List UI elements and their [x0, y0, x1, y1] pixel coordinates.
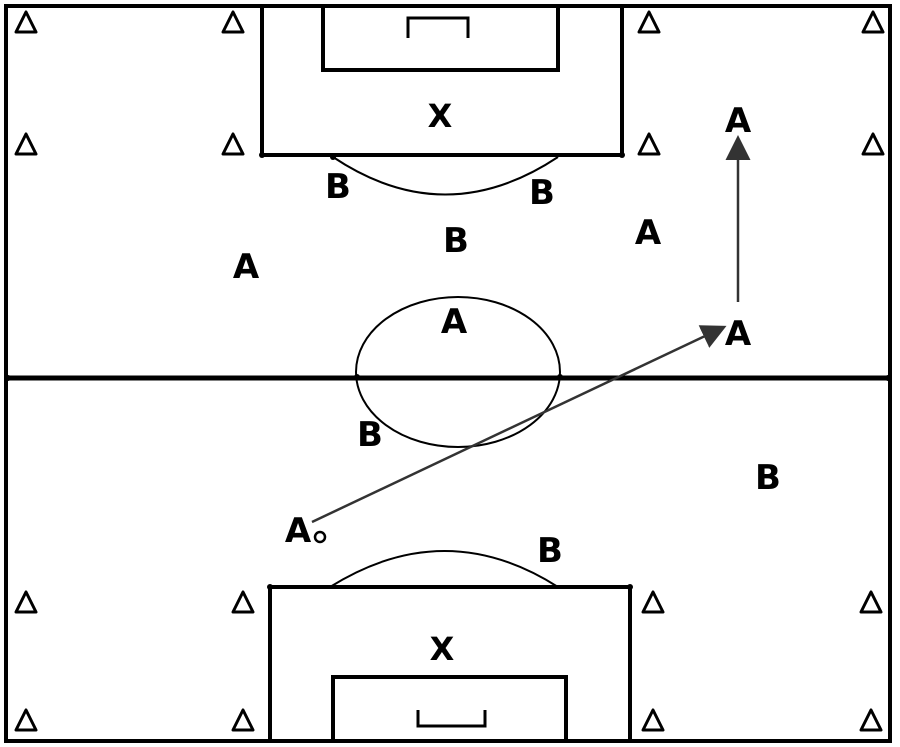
cone-markers	[14, 10, 885, 732]
triangle-cone-icon	[221, 132, 245, 156]
triangle-cone-icon	[14, 708, 38, 732]
goalkeeper-x-top: X	[428, 97, 453, 135]
bottom-goal-area	[331, 675, 568, 743]
bottom-goal	[416, 710, 487, 728]
triangle-cone-icon	[231, 708, 255, 732]
ball-icon	[313, 530, 327, 544]
top-box-corner-left	[259, 152, 265, 158]
top-penalty-arc	[332, 156, 559, 196]
top-goal	[406, 16, 470, 38]
triangle-cone-icon	[859, 708, 883, 732]
bottom-penalty-arc	[329, 550, 559, 588]
player-a-top-right: A	[725, 101, 752, 141]
player-a-center-circle: A	[441, 302, 468, 342]
center-circle	[355, 296, 561, 448]
goalkeeper-x-bottom: X	[430, 630, 455, 668]
player-b-top-arc-right: B	[529, 173, 555, 213]
center-circle-dot-right	[557, 374, 563, 380]
triangle-cone-icon	[861, 132, 885, 156]
player-b-bottom-arc: B	[537, 531, 563, 571]
center-spot-left	[5, 375, 11, 381]
triangle-cone-icon	[861, 10, 885, 34]
center-spot-right	[885, 375, 891, 381]
triangle-cone-icon	[14, 132, 38, 156]
pass-arrow-diagonal	[311, 325, 727, 524]
triangle-cone-icon	[637, 132, 661, 156]
triangle-cone-icon	[221, 10, 245, 34]
player-b-below-top-box: B	[443, 221, 469, 261]
center-circle-dot-left	[354, 374, 360, 380]
triangle-cone-icon	[641, 590, 665, 614]
triangle-cone-icon	[859, 590, 883, 614]
player-a-right-mid: A	[635, 213, 662, 253]
triangle-cone-icon	[14, 590, 38, 614]
bottom-box-corner-right	[627, 584, 633, 590]
player-b-top-arc-left: B	[325, 167, 351, 207]
triangle-cone-icon	[231, 590, 255, 614]
triangle-cone-icon	[637, 10, 661, 34]
triangle-cone-icon	[14, 10, 38, 34]
player-a-left: A	[233, 247, 260, 287]
triangle-cone-icon	[641, 708, 665, 732]
bottom-box-corner-left	[267, 584, 273, 590]
top-goal-area	[321, 4, 560, 72]
player-a-bottom-left-passer: A	[285, 511, 312, 551]
player-b-center-circle-left: B	[357, 415, 383, 455]
player-b-right-lower: B	[755, 458, 781, 498]
player-a-right-center: A	[725, 314, 752, 354]
top-box-corner-right	[619, 152, 625, 158]
top-arc-left-dot	[330, 154, 336, 160]
